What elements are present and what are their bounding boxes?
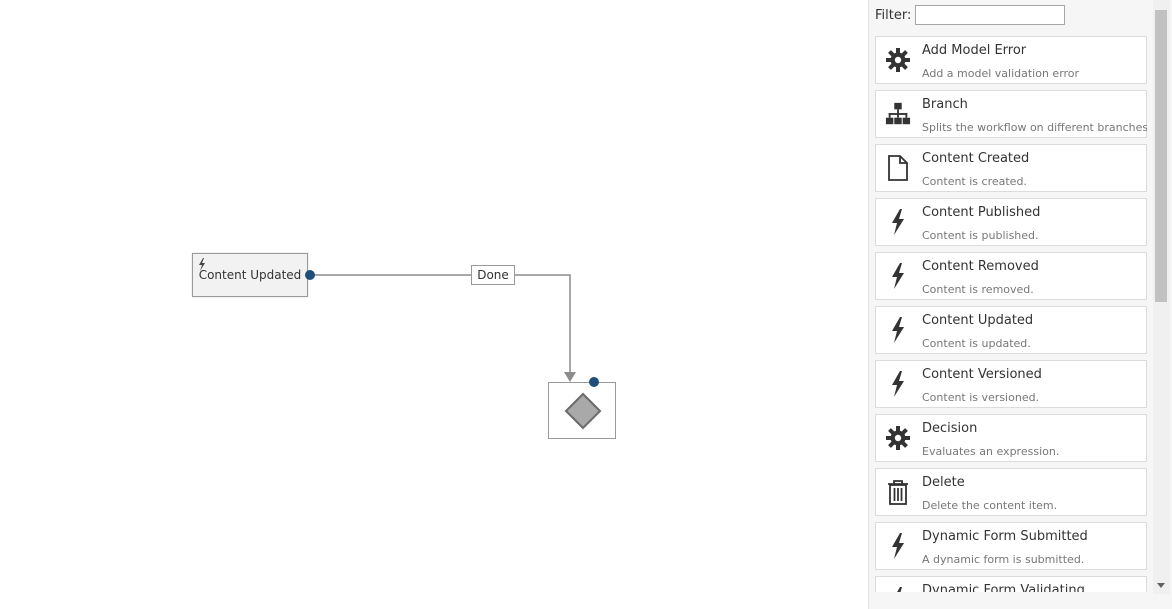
scrollbar-thumb[interactable]	[1155, 10, 1167, 302]
activity-node-label: Content Updated	[198, 268, 302, 282]
gear-icon	[885, 425, 911, 451]
bolt-icon	[885, 263, 911, 289]
trash-icon	[885, 479, 911, 505]
activity-item-name: Delete	[922, 475, 965, 490]
activity-item-description: Content is versioned.	[922, 391, 1040, 404]
target-endpoint[interactable]	[589, 377, 599, 387]
filter-input[interactable]	[915, 5, 1066, 25]
diamond-icon	[564, 392, 602, 430]
filter-row: Filter:	[875, 3, 1066, 27]
activity-item-name: Dynamic Form Validating	[922, 583, 1085, 592]
bolt-icon	[885, 371, 911, 397]
filter-label: Filter:	[875, 7, 912, 23]
connector-line	[310, 274, 571, 380]
activity-item-description: Content is updated.	[922, 337, 1031, 350]
activity-item-description: A dynamic form is submitted.	[922, 553, 1085, 566]
decision-node[interactable]	[548, 382, 616, 439]
activity-item-description: Content is created.	[922, 175, 1027, 188]
scroll-down-arrow-icon[interactable]	[1157, 583, 1165, 588]
bolt-icon	[885, 533, 911, 559]
connector-label-done[interactable]: Done	[471, 265, 515, 285]
connector-arrowhead	[564, 372, 576, 382]
activity-item-description: Splits the workflow on different branche…	[922, 121, 1147, 134]
activity-item-name: Content Versioned	[922, 367, 1042, 382]
activity-node-content-updated[interactable]: Content Updated	[192, 253, 308, 297]
activity-item-dynamic-form-validating[interactable]: Dynamic Form Validating	[875, 576, 1147, 592]
activity-item-name: Content Created	[922, 151, 1030, 166]
activity-item-description: Evaluates an expression.	[922, 445, 1060, 458]
source-endpoint[interactable]	[305, 270, 315, 280]
activity-item-name: Decision	[922, 421, 978, 436]
file-icon	[885, 155, 911, 181]
activity-item-name: Branch	[922, 97, 968, 112]
sitemap-icon	[885, 101, 911, 127]
connector-layer	[310, 274, 576, 382]
activity-item-dynamic-form-submitted[interactable]: Dynamic Form Submitted A dynamic form is …	[875, 522, 1147, 570]
bolt-icon	[885, 587, 911, 592]
activity-item-description: Content is published.	[922, 229, 1039, 242]
activity-item-name: Dynamic Form Submitted	[922, 529, 1088, 544]
toolbox-scrollbar[interactable]	[1153, 0, 1170, 594]
activity-item-description: Delete the content item.	[922, 499, 1058, 512]
activity-item-name: Content Removed	[922, 259, 1039, 274]
bolt-icon	[885, 317, 911, 343]
activity-item-name: Content Published	[922, 205, 1041, 220]
workflow-canvas[interactable]: Content Updated Done	[0, 0, 868, 609]
activity-item-name: Add Model Error	[922, 43, 1027, 58]
activity-item-description: Content is removed.	[922, 283, 1034, 296]
gear-icon	[885, 47, 911, 73]
activity-item-name: Content Updated	[922, 313, 1034, 328]
bolt-icon	[199, 258, 205, 271]
activity-item-description: Add a model validation error	[922, 67, 1080, 80]
bolt-icon	[885, 209, 911, 235]
